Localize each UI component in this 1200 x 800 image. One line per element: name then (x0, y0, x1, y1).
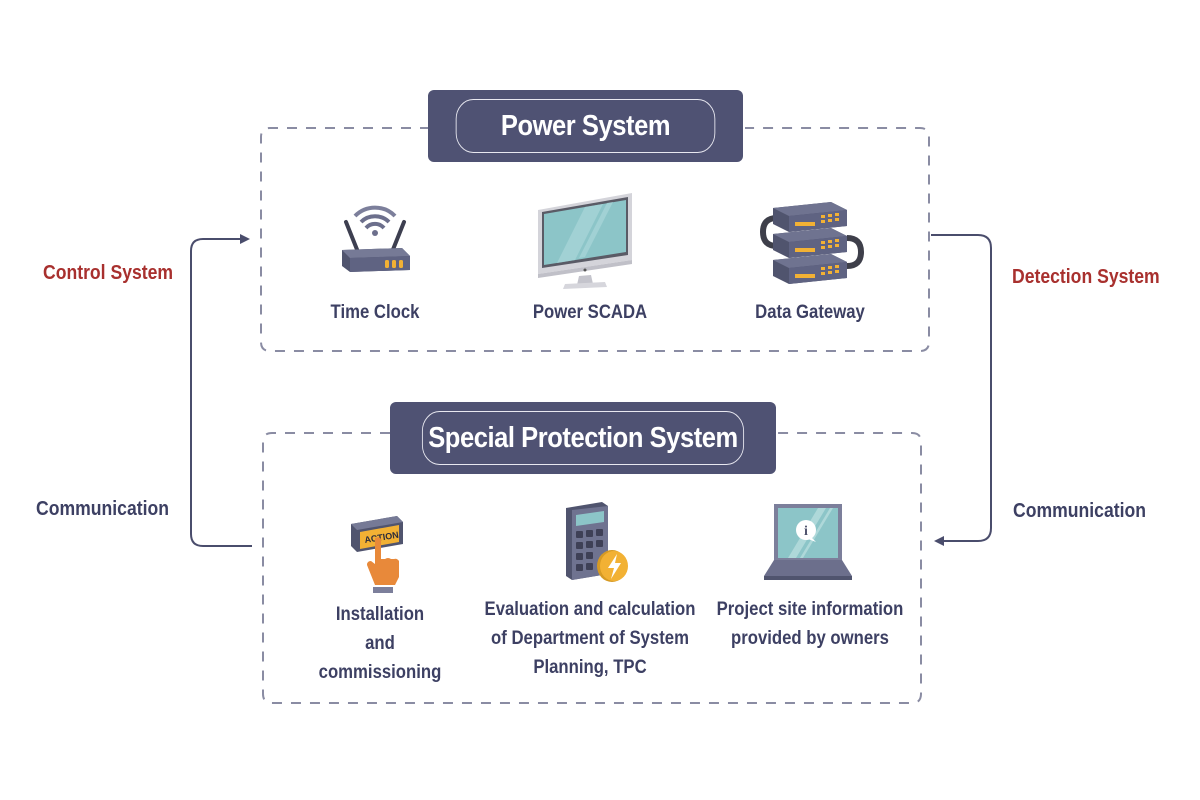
installation-line-3: commissioning (318, 662, 442, 683)
power-scada-label: Power SCADA (532, 302, 648, 323)
router-icon (342, 205, 410, 272)
time-clock-label: Time Clock (330, 302, 420, 323)
project-site-line-1: Project site information (716, 599, 904, 620)
evaluation-label: Evaluation and calculation of Department… (484, 595, 696, 682)
sps-item-evaluation: Evaluation and calculation of Department… (470, 500, 710, 690)
installation-label: Installation and commissioning (310, 600, 451, 687)
project-site-label: Project site information provided by own… (713, 595, 907, 653)
right-communication-label: Communication (1013, 500, 1146, 522)
power-system-title-text: Power System (455, 99, 716, 153)
control-system-arrow (190, 234, 252, 547)
info-icon-text: i (804, 524, 808, 539)
power-system-title: Power System (428, 90, 743, 162)
left-communication-label: Communication (36, 498, 169, 520)
detection-system-label: Detection System (1012, 266, 1160, 288)
power-item-time-clock: Time Clock (320, 190, 430, 335)
evaluation-line-1: Evaluation and calculation (484, 599, 696, 620)
sps-item-project-site-info: i Project site information provided by o… (700, 500, 920, 690)
power-item-data-gateway: Data Gateway (740, 190, 880, 335)
installation-line-2: and (365, 633, 395, 654)
power-item-power-scada: Power SCADA (520, 185, 660, 335)
sps-title: Special Protection System (390, 402, 776, 474)
calculator-lightning-icon (566, 502, 628, 582)
sps-title-text: Special Protection System (421, 411, 745, 465)
evaluation-line-2: of Department of System (491, 628, 689, 649)
data-gateway-label: Data Gateway (755, 302, 865, 323)
monitor-icon (538, 193, 632, 289)
detection-system-arrow (931, 234, 992, 546)
server-stack-icon (759, 202, 865, 284)
laptop-info-icon: i (764, 504, 852, 580)
action-button-press-icon: ACTION (351, 516, 403, 593)
sps-item-installation: ACTION Installation and commissioning (300, 505, 460, 695)
evaluation-line-3: Planning, TPC (533, 657, 647, 678)
control-system-label: Control System (43, 262, 174, 284)
installation-line-1: Installation (335, 604, 425, 625)
project-site-line-2: provided by owners (731, 628, 889, 649)
